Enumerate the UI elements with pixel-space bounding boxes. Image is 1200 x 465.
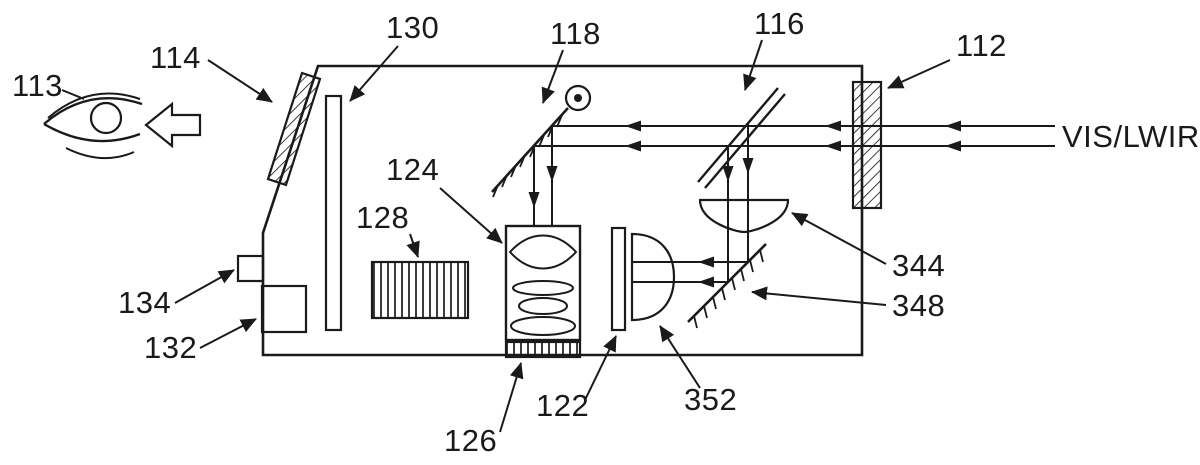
reflected-ray-lines-left-from-mirror-348 (632, 256, 748, 288)
eye-upper-lid (43, 97, 143, 125)
leader-118 (541, 49, 564, 104)
label-132: 132 (144, 330, 197, 365)
leader-348 (751, 286, 887, 306)
beamsplitter-face-2 (704, 93, 786, 189)
label-vis-lwir: VIS/LWIR (1062, 119, 1200, 154)
beamsplitter-116 (697, 87, 786, 189)
leader-113 (61, 89, 85, 100)
ray-arrowheads-down (722, 158, 754, 182)
lens-barrel-outline (504, 224, 582, 342)
label-112: 112 (956, 28, 1007, 63)
label-134: 134 (118, 285, 171, 320)
incoming-ray-lines (534, 120, 1055, 152)
leader-344 (791, 212, 887, 265)
leader-352 (659, 325, 701, 389)
hatched-block-128 (370, 260, 470, 320)
label-116: 116 (754, 6, 805, 41)
label-118: 118 (550, 16, 601, 51)
label-126: 126 (444, 423, 497, 458)
leader-116 (743, 39, 763, 91)
leader-128 (406, 233, 420, 258)
leader-134 (174, 269, 235, 304)
ray-arrowheads-down-barrel (528, 166, 558, 208)
fold-mirror-118 (491, 84, 592, 198)
label-352: 352 (684, 382, 737, 417)
mirror-pivot-circle (564, 84, 592, 112)
mirror-118-hatching (492, 114, 563, 198)
lens-element-2 (512, 280, 574, 296)
eye-crease (65, 147, 135, 160)
reflected-ray-lines-down-from-mirror-118 (528, 126, 558, 226)
mirror-pivot-dot (574, 94, 582, 102)
leader-112 (887, 59, 951, 89)
mirror-118-face (491, 107, 569, 193)
eye-lower-lid (43, 122, 141, 143)
label-128: 128 (356, 200, 409, 235)
mirror-348-hatching (693, 249, 764, 329)
label-348: 348 (892, 288, 945, 323)
leader-126 (499, 362, 524, 433)
biconvex-lens-element (508, 234, 578, 270)
slanted-hatched-window-114 (266, 71, 322, 187)
label-113: 113 (12, 68, 63, 103)
leader-lines (61, 39, 951, 433)
view-direction-arrow-icon (144, 101, 202, 149)
vertical-plate-130 (324, 94, 343, 332)
label-344: 344 (892, 248, 945, 283)
lens-element-4 (510, 316, 576, 336)
leader-114 (207, 59, 273, 103)
reflected-ray-lines-down-from-beamsplitter (722, 123, 754, 282)
beamsplitter-face-1 (697, 87, 779, 183)
leader-124 (439, 187, 503, 244)
lens-element-3 (518, 297, 568, 315)
label-122: 122 (536, 388, 589, 423)
box-132 (260, 284, 308, 334)
plano-convex-lens-344 (698, 198, 790, 234)
eye-iris (89, 101, 123, 135)
eye-upper-lash-line (47, 92, 141, 119)
label-124: 124 (386, 152, 439, 187)
eye-icon (43, 92, 143, 160)
hatched-strip-126 (504, 340, 582, 359)
flat-plate-122 (610, 226, 627, 332)
ray-arrowheads-left-lens (698, 256, 714, 288)
label-130: 130 (386, 10, 439, 45)
leader-130 (349, 45, 399, 102)
plano-convex-lens-352 (630, 232, 676, 322)
lens-barrel-124 (504, 224, 582, 342)
label-114: 114 (150, 40, 201, 75)
leader-122 (584, 335, 617, 401)
small-box-134 (236, 254, 265, 283)
leader-132 (199, 318, 257, 349)
